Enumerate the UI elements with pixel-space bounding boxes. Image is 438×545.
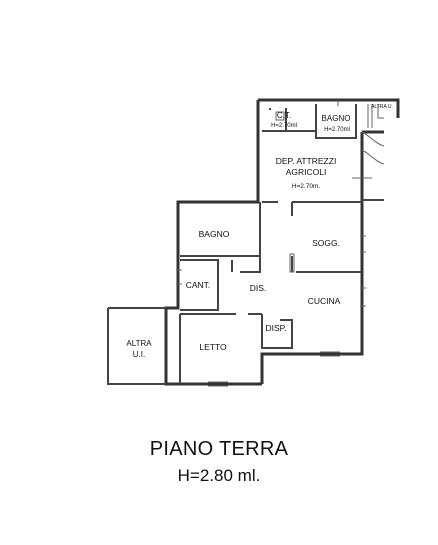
label-deposito-2: AGRICOLI (286, 167, 327, 177)
caption-title: PIANO TERRA (149, 438, 289, 460)
label-letto: LETTO (199, 342, 227, 352)
label-deposito-1: DEP. ATTREZZI (276, 156, 337, 166)
label-bagno: BAGNO (199, 229, 230, 239)
label-dispensa: DISP. (265, 323, 286, 333)
outer-wall-right (260, 132, 364, 384)
outer-wall (258, 98, 400, 118)
label-deposito-height: H=2.70m. (292, 183, 321, 190)
room-labels: C.T. H=2.70ml BAGNO H=2.70ml ALTRA U. DE… (126, 104, 393, 359)
label-soggiorno: SOGG. (312, 238, 340, 248)
floor-plan: C.T. H=2.70ml BAGNO H=2.70ml ALTRA U. DE… (107, 98, 400, 387)
label-altra-top: ALTRA U. (371, 104, 393, 110)
inner-walls (107, 104, 384, 385)
label-ct: C.T. (277, 111, 291, 120)
label-altra-1: ALTRA (126, 339, 152, 348)
caption-height: H=2.80 ml. (177, 466, 261, 485)
label-cantina: CANT. (186, 280, 211, 290)
label-bagno-top-height: H=2.70ml (324, 127, 350, 133)
label-cucina: CUCINA (308, 296, 341, 306)
details (176, 100, 385, 387)
label-disimpegno: DIS. (250, 283, 267, 293)
label-bagno-top: BAGNO (322, 114, 351, 123)
label-altra-2: U.I. (133, 350, 145, 359)
label-ct-height: H=2.70ml (271, 123, 297, 129)
